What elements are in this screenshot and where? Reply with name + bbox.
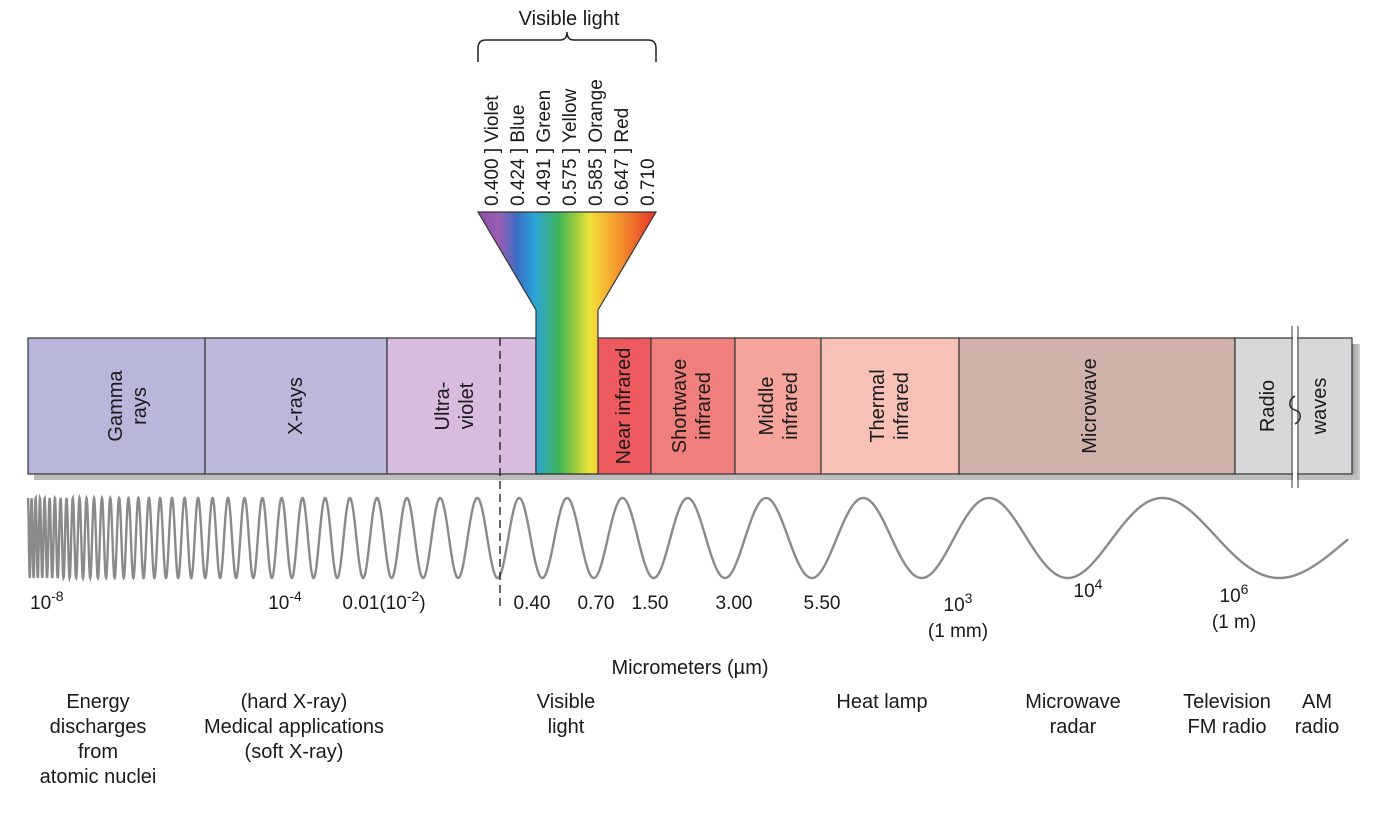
wavelength-scale-labels: 10-8 10-4 0.01(10-2) 0.40 0.70 1.50 3.00 5.50 10… bbox=[30, 576, 1256, 642]
color-label-3: 0.575 ] Yellow bbox=[560, 88, 581, 206]
band-6 bbox=[734, 337, 822, 475]
application-label-1: (soft X-ray) bbox=[245, 741, 344, 763]
application-label-5: FM radio bbox=[1188, 716, 1267, 738]
band-label: Gamma bbox=[105, 370, 127, 442]
scale-label-1: 10-4 bbox=[268, 588, 302, 614]
scale-label-0: 10-8 bbox=[30, 588, 64, 614]
bar-shadow-bottom bbox=[34, 474, 1358, 480]
color-label-5: 0.647 ] Red bbox=[612, 108, 633, 206]
band-label: violet bbox=[456, 382, 478, 429]
radio-break-mark bbox=[1288, 326, 1302, 488]
application-label-0: from bbox=[78, 741, 118, 763]
scale-sublabel-8: (1 mm) bbox=[928, 621, 988, 642]
band-9 bbox=[1234, 337, 1296, 475]
application-label-0: atomic nuclei bbox=[40, 766, 157, 788]
application-label-0: Energy bbox=[66, 691, 129, 713]
band-label: X-rays bbox=[285, 377, 307, 435]
band-label: infrared bbox=[780, 372, 802, 440]
band-label: infrared bbox=[693, 372, 715, 440]
scale-label-8: 103 bbox=[944, 590, 973, 616]
application-label-1: Medical applications bbox=[204, 716, 384, 738]
application-label-5: Television bbox=[1183, 691, 1271, 713]
scale-sublabel-10: (1 m) bbox=[1212, 612, 1256, 633]
scale-label-6: 3.00 bbox=[716, 593, 753, 614]
scale-label-5: 1.50 bbox=[632, 593, 669, 614]
band-7 bbox=[820, 337, 960, 475]
band-label: Radio bbox=[1257, 380, 1279, 432]
band-4 bbox=[597, 337, 652, 475]
visible-light-funnel bbox=[476, 211, 658, 475]
scale-label-10: 106 bbox=[1220, 581, 1249, 607]
band-8 bbox=[958, 337, 1236, 475]
band-2 bbox=[386, 337, 537, 475]
color-label-1: 0.424 ] Blue bbox=[508, 105, 529, 206]
band-label: Ultra- bbox=[432, 382, 454, 431]
scale-label-7: 5.50 bbox=[804, 593, 841, 614]
application-label-4: radar bbox=[1050, 716, 1097, 738]
color-label-6: 0.710 bbox=[638, 158, 659, 206]
color-label-2: 0.491 ] Green bbox=[534, 90, 555, 206]
application-labels: Energy discharges from atomic nuclei (hard X… bbox=[40, 691, 1340, 788]
visible-light-title: Visible light bbox=[519, 8, 620, 30]
band-0 bbox=[27, 337, 206, 475]
application-label-6: radio bbox=[1295, 716, 1339, 738]
application-label-1: (hard X-ray) bbox=[241, 691, 348, 713]
scale-label-9: 104 bbox=[1074, 576, 1103, 602]
band-label: Middle bbox=[756, 377, 778, 436]
visible-light-bracket bbox=[477, 31, 657, 62]
scale-label-3: 0.40 bbox=[514, 593, 551, 614]
color-label-0: 0.400 ] Violet bbox=[482, 95, 503, 206]
color-label-4: 0.585 ] Orange bbox=[586, 79, 607, 206]
scale-label-4: 0.70 bbox=[578, 593, 615, 614]
band-5 bbox=[650, 337, 736, 475]
wave-curve bbox=[26, 493, 1349, 583]
bar-shadow bbox=[1352, 344, 1360, 480]
band-label: Near infrared bbox=[613, 348, 635, 465]
band-label: rays bbox=[129, 387, 151, 425]
scale-label-2: 0.01(10-2) bbox=[342, 588, 425, 614]
application-label-0: discharges bbox=[50, 716, 147, 738]
scale-unit-label: Micrometers (µm) bbox=[611, 657, 768, 679]
band-1 bbox=[204, 337, 388, 475]
application-label-2: light bbox=[548, 716, 585, 738]
band-label: infrared bbox=[891, 372, 913, 440]
band-label: Thermal bbox=[867, 369, 889, 442]
application-label-2: Visible bbox=[537, 691, 596, 713]
band-10 bbox=[1294, 337, 1353, 475]
application-label-6: AM bbox=[1302, 691, 1332, 713]
band-label: waves bbox=[1309, 378, 1331, 436]
band-label: Microwave bbox=[1079, 358, 1101, 454]
application-label-3: Heat lamp bbox=[836, 691, 927, 713]
application-label-4: Microwave bbox=[1025, 691, 1121, 713]
band-label: Shortwave bbox=[669, 359, 691, 454]
